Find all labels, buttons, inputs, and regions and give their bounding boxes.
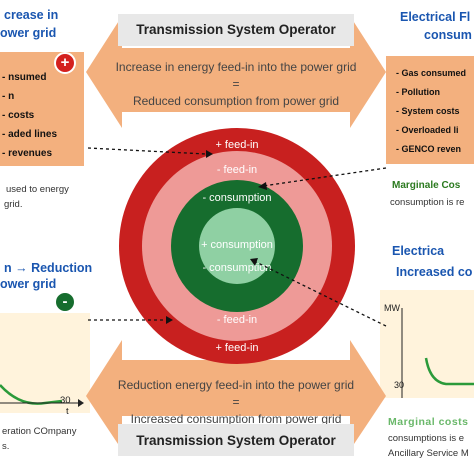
left-top-item: costs: [0, 106, 57, 125]
right-top-title-1: Electrical Fl: [400, 10, 471, 24]
left-top-panel: crease in ower grid + nsumed n costs ade…: [0, 0, 110, 212]
bottom-arrow-line1: Reduction energy feed-in into the power …: [117, 378, 355, 392]
right-top-item: GENCO reven: [396, 140, 466, 159]
plus-badge: +: [54, 52, 76, 74]
bottom-arrow-title: Transmission System Operator: [136, 433, 336, 448]
bottom-arrow-eq: =: [232, 395, 240, 409]
top-arrow-line1: Increase in energy feed-in into the powe…: [115, 60, 357, 74]
bottom-double-arrow: [86, 340, 386, 450]
right-bottom-title-1: Electrica: [392, 244, 445, 258]
left-top-title-1: crease in: [4, 8, 59, 22]
top-arrow-shape: [86, 16, 386, 128]
left-top-item: n: [0, 87, 57, 106]
top-arrow-title: Transmission System Operator: [136, 22, 336, 37]
outer-bottom-label: + feed-in: [215, 342, 259, 354]
top-double-arrow: [86, 16, 386, 128]
left-top-item: revenues: [0, 144, 57, 163]
left-bottom-title-2: ower grid: [0, 277, 57, 291]
connector-right-top-head: [258, 182, 267, 190]
right-bottom-y-label: MW: [384, 303, 400, 313]
left-top-item: nsumed: [0, 68, 57, 87]
center-label: + consumption: [201, 239, 273, 251]
plus-badge-label: +: [60, 54, 70, 71]
connector-right-bottom: [255, 261, 387, 327]
right-bottom-chart-bg: [380, 290, 474, 398]
right-bottom-curve: [424, 357, 474, 386]
left-bottom-axis-arrow: [78, 399, 84, 407]
right-bottom-green: Marginal costs: [388, 416, 469, 428]
pink-bottom-label: - feed-in: [216, 314, 258, 326]
bottom-arrow-title-box: [118, 424, 354, 456]
connector-right-bottom-head: [250, 258, 258, 266]
minus-badge-label: -: [62, 293, 68, 310]
left-bottom-axis-t: t: [66, 406, 69, 417]
right-bottom-chart: [401, 308, 474, 398]
ring-labels: + feed-in - feed-in - consumption + cons…: [119, 128, 355, 364]
right-bottom-title-2: Increased co: [396, 265, 473, 279]
left-bottom-axis-value: 30: [60, 395, 71, 406]
left-bottom-chart: [0, 384, 84, 407]
right-bottom-note-1: consumptions is e: [388, 433, 465, 444]
center-circle: [199, 208, 275, 284]
left-top-item: aded lines: [0, 125, 57, 144]
left-bottom-title-1: n → Reduction: [4, 261, 93, 275]
left-bottom-panel: n → Reduction ower grid - 30 t eration C…: [0, 255, 112, 474]
right-top-item: System costs: [396, 102, 466, 121]
right-bottom-axis-value: 30: [394, 380, 405, 390]
right-top-title-2: consum: [424, 28, 472, 42]
right-bottom-panel: Electrica Increased co MW 30 Marginal co…: [380, 240, 474, 474]
bottom-arrow-line2: Increased consumption from power grid: [130, 412, 342, 426]
connector-left-top: [87, 147, 207, 155]
right-top-note: consumption is re: [390, 197, 465, 208]
right-bottom-note-2: Ancillary Service M: [388, 448, 469, 459]
left-bottom-note-2: s.: [2, 441, 10, 452]
left-bottom-note-1: eration COmpany: [2, 426, 77, 437]
connector-right-top: [262, 167, 387, 187]
pink-top-label: - feed-in: [216, 164, 258, 176]
right-top-list: Gas consumed Pollution System costs Over…: [396, 64, 467, 159]
bottom-arrow-shape: [86, 340, 386, 450]
outer-top-label: + feed-in: [215, 139, 259, 151]
right-top-item: Gas consumed: [396, 64, 467, 83]
connector-left-top-head: [206, 150, 213, 158]
left-top-list: nsumed n costs aded lines revenues: [0, 68, 57, 163]
top-arrow-eq: =: [232, 77, 240, 91]
left-top-note-1: used to energy: [6, 184, 69, 195]
top-arrow-line2: Reduced consumption from power grid: [132, 94, 340, 108]
right-top-panel: Electrical Fl consum Gas consumed Pollut…: [386, 0, 474, 225]
minus-badge: -: [54, 291, 76, 313]
right-top-item: Pollution: [396, 83, 466, 102]
left-top-note-2: grid.: [4, 199, 23, 210]
right-top-item: Overloaded li: [396, 121, 466, 140]
connector-left-bottom-head: [166, 316, 173, 324]
top-arrow-title-box: [118, 14, 354, 46]
left-top-title-2: ower grid: [0, 26, 57, 40]
green-top-label: - consumption: [202, 192, 272, 204]
right-top-green: Marginale Cos: [392, 180, 461, 191]
green-bottom-label: - consumption: [202, 262, 272, 274]
